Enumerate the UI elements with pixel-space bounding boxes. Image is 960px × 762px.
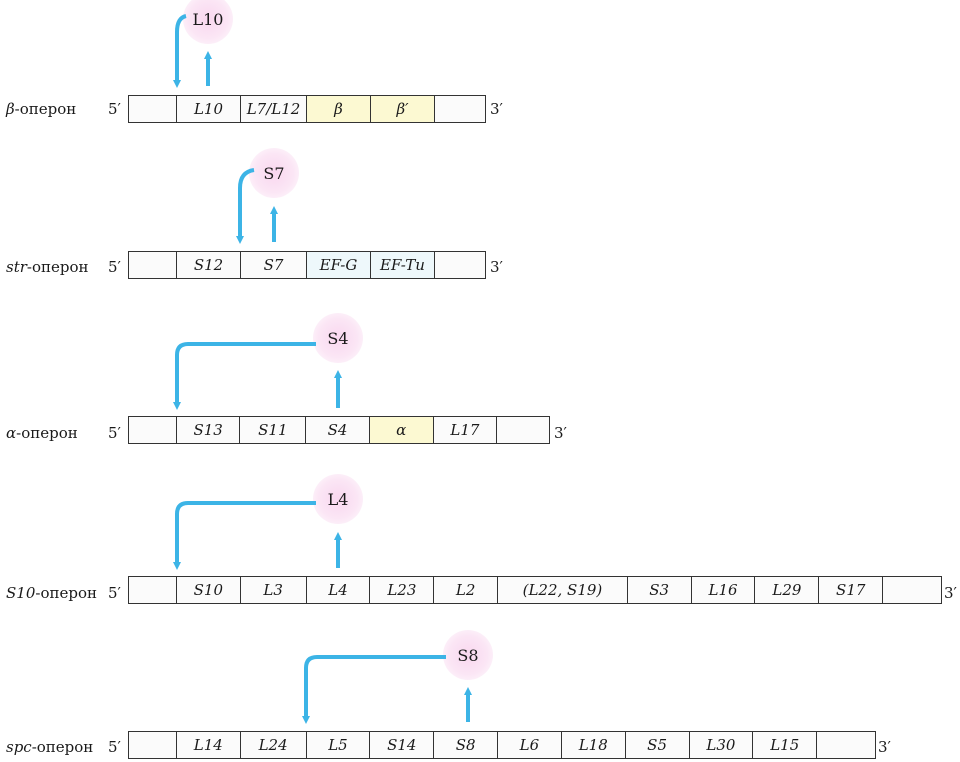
repression-arrow — [173, 342, 316, 410]
gene-cell: L5 — [306, 732, 371, 758]
gene-cell: S7 — [241, 252, 307, 278]
three-prime-label: 3′ — [554, 424, 567, 442]
repression-arrow — [302, 655, 446, 724]
protein-l4: L4 — [313, 474, 363, 524]
gene-cell: L10 — [177, 96, 241, 122]
three-prime-label: 3′ — [878, 738, 891, 756]
gene-cell: L6 — [498, 732, 562, 758]
gene-cell — [435, 96, 485, 122]
gene-row: L14 L24 L5 S14 S8 L6 L18 S5 L30 L15 — [128, 731, 876, 759]
operon-name: spc-оперон — [6, 738, 94, 756]
gene-row: S13 S11 S4 α L17 — [128, 416, 550, 444]
gene-cell: EF-Tu — [371, 252, 435, 278]
gene-cell: S14 — [370, 732, 435, 758]
repression-arrow — [173, 501, 316, 570]
gene-row: S12 S7 EF-G EF-Tu — [128, 251, 486, 279]
gene-cell: S4 — [306, 417, 370, 443]
gene-cell — [129, 577, 177, 603]
gene-cell: L15 — [753, 732, 818, 758]
three-prime-label: 3′ — [490, 258, 503, 276]
gene-cell — [883, 577, 942, 603]
gene-cell: (L22, S19) — [498, 577, 628, 603]
gene-cell — [817, 732, 875, 758]
gene-cell — [497, 417, 550, 443]
five-prime-label: 5′ — [108, 738, 121, 756]
gene-cell: S3 — [627, 577, 692, 603]
operon-name: str-оперон — [6, 258, 89, 276]
five-prime-label: 5′ — [108, 424, 121, 442]
gene-cell: S12 — [177, 252, 241, 278]
gene-cell — [129, 417, 177, 443]
five-prime-label: 5′ — [108, 584, 121, 602]
repression-arrow — [236, 168, 255, 244]
gene-cell: α — [369, 417, 434, 443]
gene-cell: L30 — [689, 732, 754, 758]
gene-cell — [129, 96, 177, 122]
gene-cell: L16 — [691, 577, 756, 603]
gene-cell: β′ — [371, 96, 435, 122]
gene-cell: L2 — [434, 577, 499, 603]
gene-cell: L14 — [176, 732, 241, 758]
gene-cell: L18 — [561, 732, 626, 758]
gene-cell — [129, 732, 177, 758]
gene-cell: L29 — [755, 577, 820, 603]
protein-s4: S4 — [313, 313, 363, 363]
gene-cell: L7/L12 — [241, 96, 307, 122]
gene-cell: S13 — [176, 417, 241, 443]
three-prime-label: 3′ — [944, 584, 957, 602]
gene-cell: S11 — [240, 417, 307, 443]
five-prime-label: 5′ — [108, 258, 121, 276]
operon-name: S10-оперон — [6, 584, 97, 602]
gene-cell: β — [307, 96, 371, 122]
gene-cell: L17 — [433, 417, 498, 443]
gene-cell: L23 — [370, 577, 435, 603]
gene-row: L10 L7/L12 β β′ — [128, 95, 486, 123]
operon-name: α-оперон — [6, 424, 78, 442]
protein-s8: S8 — [443, 630, 493, 680]
protein-l10: L10 — [183, 0, 233, 44]
gene-cell: S10 — [176, 577, 241, 603]
gene-cell: S5 — [625, 732, 690, 758]
operon-name: β-оперон — [6, 100, 77, 118]
protein-s7: S7 — [249, 148, 299, 198]
five-prime-label: 5′ — [108, 100, 121, 118]
gene-cell: EF-G — [307, 252, 371, 278]
gene-cell — [129, 252, 177, 278]
gene-cell: S17 — [819, 577, 884, 603]
repression-arrow — [173, 14, 187, 88]
gene-cell: L24 — [240, 732, 307, 758]
gene-cell: S8 — [434, 732, 499, 758]
gene-cell: L4 — [306, 577, 371, 603]
three-prime-label: 3′ — [490, 100, 503, 118]
gene-row: S10 L3 L4 L23 L2 (L22, S19) S3 L16 L29 S… — [128, 576, 942, 604]
gene-cell: L3 — [240, 577, 307, 603]
gene-cell — [435, 252, 485, 278]
